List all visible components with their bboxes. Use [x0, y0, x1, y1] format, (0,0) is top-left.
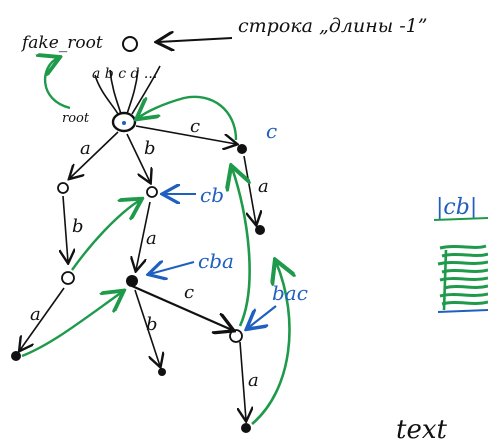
edge-label-b3: b: [146, 314, 158, 335]
node-a: [57, 182, 69, 194]
fake-edge-c: [126, 69, 139, 115]
fake-root-node: [122, 36, 138, 52]
node-ba: [126, 275, 138, 287]
edge-root-left: [70, 131, 119, 178]
suffix-link-c: [138, 95, 238, 141]
edge-label-a3: a: [146, 228, 157, 249]
edge-left-down: [63, 195, 68, 262]
leaf-bab: [158, 368, 166, 376]
suffix-link-bac: [232, 168, 250, 327]
node-bac: [229, 329, 243, 343]
edge-leftdown-leaf: [20, 287, 65, 350]
suffix-link-root: [45, 58, 71, 110]
edge-label-b2: b: [72, 216, 84, 237]
annotation-arrow: [158, 38, 233, 42]
edge-root-right: [135, 125, 236, 144]
suffix-label-cb: cb: [200, 183, 224, 207]
edge-label-a5: a: [248, 370, 259, 391]
edge-label-b1: b: [144, 138, 156, 159]
edge-label-a1: a: [80, 138, 91, 159]
fake-root-label: fake_root: [20, 33, 103, 53]
fake-edge-b: [109, 69, 122, 115]
arrow-bac: [248, 305, 277, 328]
edge-label-c2: c: [184, 282, 194, 303]
leaf-baca: [241, 423, 251, 433]
root-node: [111, 111, 137, 133]
node-c: [237, 144, 247, 154]
node-b: [146, 186, 158, 198]
suffix-link-aba: [21, 292, 122, 358]
edge-label-c1: c: [190, 116, 200, 137]
side-note: |cb|: [436, 195, 477, 220]
edge-label-a2: a: [30, 304, 41, 325]
suffix-label-bac: bac: [272, 281, 308, 305]
root-dot: [122, 121, 126, 125]
side-underline: [433, 217, 488, 221]
green-scribble: [437, 244, 488, 313]
edge-ba-leaf: [134, 289, 160, 366]
suffix-link-baca: [251, 262, 290, 425]
suffix-label-cba: cba: [198, 249, 234, 273]
arrow-cba: [150, 262, 195, 274]
suffix-label-c: c: [266, 119, 277, 143]
leaf-aba: [11, 351, 21, 361]
fake-edge-a: [94, 74, 119, 115]
edge-mid-ba: [136, 201, 151, 270]
root-label: root: [62, 111, 90, 126]
fake-edge-labels: a b c d ...: [92, 66, 157, 82]
bottom-word: text: [396, 415, 447, 445]
edge-ba-bac: [131, 284, 232, 330]
node-ab: [61, 271, 75, 285]
node-ca: [255, 225, 265, 235]
edge-root-mid: [126, 133, 150, 182]
edge-c-ca: [243, 155, 256, 224]
edge-label-a4: a: [258, 176, 269, 197]
length-annotation: строка „длины -1”: [238, 15, 427, 37]
edge-bac-leaf: [240, 341, 246, 420]
suffix-link-ab: [71, 200, 140, 271]
